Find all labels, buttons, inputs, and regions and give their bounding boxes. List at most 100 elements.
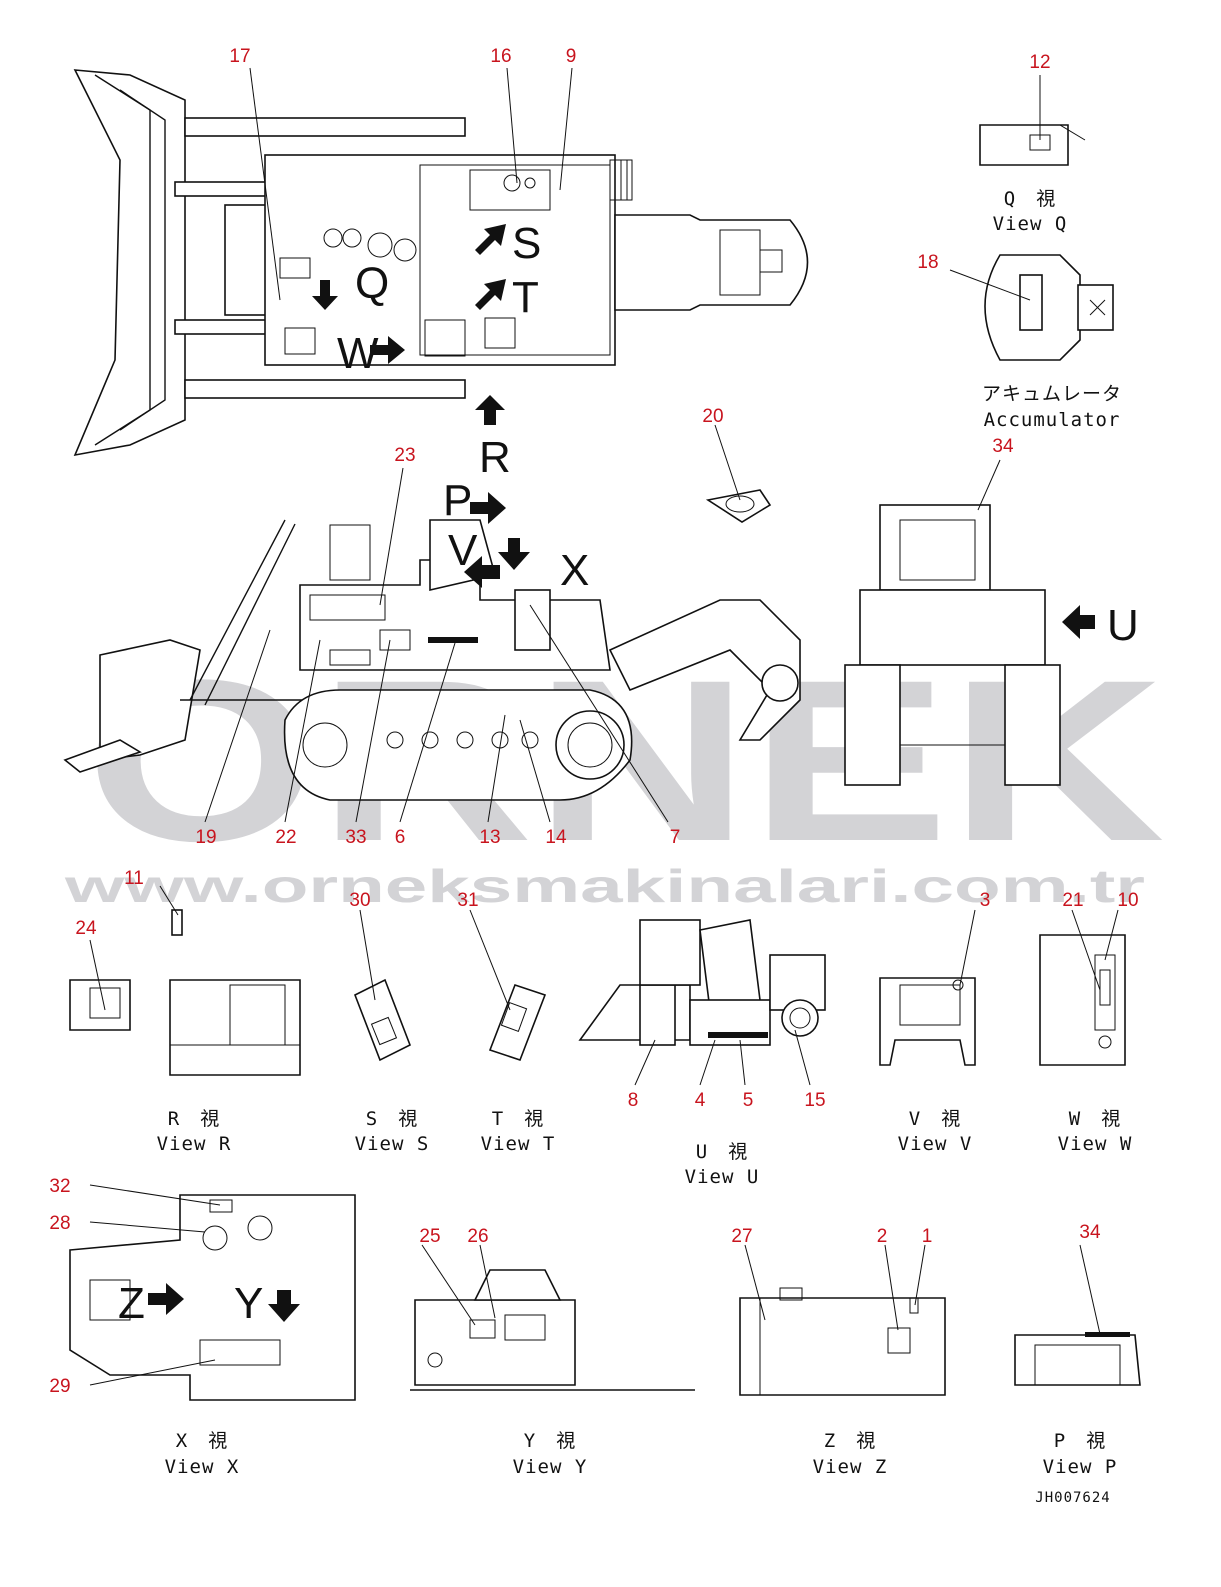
letter-z: Z [118,1279,145,1328]
watermark-url: www.orneksmakinalari.com.tr [63,860,1145,912]
callout-18: 18 [917,252,938,273]
decal-20-drawing [705,489,772,523]
cylinder [184,117,466,137]
view-y-drawing [410,1269,695,1391]
leader-lines [89,67,1119,1386]
view-s-drawing [353,978,412,1062]
callout-4: 4 [695,1090,706,1111]
callout-17: 17 [229,46,250,67]
view-t-drawing [488,983,547,1062]
caption-view-s-jp: S 視 [366,1108,418,1130]
callout-28: 28 [49,1213,70,1234]
caption-view-q-jp: Q 視 [1004,188,1056,210]
ripper-outline [614,214,809,311]
caption-view-p-jp: P 視 [1054,1430,1106,1452]
cab-rear [879,504,991,591]
callout-32: 32 [49,1176,70,1197]
callout-19: 19 [195,827,216,848]
caption-view-w-en: View W [1058,1133,1133,1155]
caption-view-w-jp: W 視 [1069,1108,1121,1130]
callout-27: 27 [731,1226,752,1247]
caption-view-v-en: View V [898,1133,973,1155]
callout-12: 12 [1029,52,1050,73]
view-letters: Q S T W R P V X U Z Y [118,219,1139,1328]
view-r-drawing [69,909,301,1076]
arrow-down-icon [498,538,530,570]
letter-w: W [337,329,379,378]
caption-view-s-en: View S [355,1133,430,1155]
callout-11: 11 [124,868,144,889]
arrow-down-icon [268,1290,300,1322]
callout-29: 29 [49,1376,70,1397]
view-v-drawing [879,977,976,1066]
brand-decal [428,637,478,643]
letter-s: S [512,219,541,268]
letter-u: U [1107,601,1139,650]
letter-y: Y [234,1279,263,1328]
view-x-drawing [69,1194,356,1401]
letter-q: Q [355,259,389,308]
arrow-right-icon [370,336,405,364]
caption-view-q-en: View Q [993,213,1068,235]
callout-5: 5 [743,1090,754,1111]
caption-view-p-en: View P [1043,1456,1118,1478]
ripper-side [608,599,801,741]
caption-view-z-en: View Z [813,1456,888,1478]
caption-view-t-jp: T 視 [492,1108,544,1130]
callout-34-bottom: 34 [1079,1222,1101,1243]
callout-34-top: 34 [992,436,1014,457]
letter-t: T [512,273,539,322]
arrow-left-icon [1062,605,1095,639]
caption-view-r-en: View R [157,1133,232,1155]
callout-20: 20 [702,406,723,427]
accumulator-drawing [949,254,1114,361]
caption-view-r-jp: R 視 [168,1108,220,1130]
caption-view-z-jp: Z 視 [824,1430,876,1452]
arrow-up-icon [475,395,505,425]
callout-9: 9 [566,46,577,67]
callout-13: 13 [479,827,500,848]
callout-8: 8 [628,1090,639,1111]
letter-v: V [448,526,478,575]
callout-2: 2 [877,1226,888,1247]
callout-3: 3 [980,890,991,911]
arrow-right-icon [470,492,506,524]
arrow-right-icon [148,1283,184,1315]
callout-21: 21 [1062,890,1083,911]
letter-p: P [443,476,472,525]
drawing-code: JH007624 [1035,1490,1110,1506]
caption-view-x-jp: X 視 [176,1430,228,1452]
caption-view-y-en: View Y [513,1456,588,1478]
view-u-drawing [578,919,826,1046]
arrow-down-icon [312,280,338,310]
rear-view-drawing [844,504,1095,786]
callout-31: 31 [457,890,478,911]
callout-14: 14 [545,827,567,848]
callout-30: 30 [349,890,370,911]
callout-6: 6 [395,827,406,848]
view-z-drawing [739,1287,946,1396]
view-w-drawing [1039,934,1126,1066]
callout-7: 7 [670,827,681,848]
arrow-diagonal-icon [475,224,506,255]
caption-view-x-en: View X [165,1456,240,1478]
callout-24: 24 [75,918,97,939]
part-callouts: 17 16 9 12 18 20 34 23 19 22 33 6 13 14 … [49,46,1138,1397]
view-p-drawing [1014,1332,1141,1386]
top-view-drawing [73,69,809,457]
caption-accumulator-en: Accumulator [984,409,1121,431]
callout-26: 26 [467,1226,488,1247]
callout-10: 10 [1117,890,1138,911]
callout-16: 16 [490,46,511,67]
letter-x: X [560,546,589,595]
arrow-left-icon [464,556,500,588]
callout-1: 1 [922,1226,933,1247]
caption-view-v-jp: V 視 [909,1108,961,1130]
arrow-diagonal-icon [475,279,506,310]
view-q-drawing [979,124,1086,166]
caption-view-t-en: View T [481,1133,556,1155]
blade-outline [73,69,186,457]
callout-23: 23 [394,445,415,466]
callout-33: 33 [345,827,366,848]
callout-15: 15 [804,1090,825,1111]
